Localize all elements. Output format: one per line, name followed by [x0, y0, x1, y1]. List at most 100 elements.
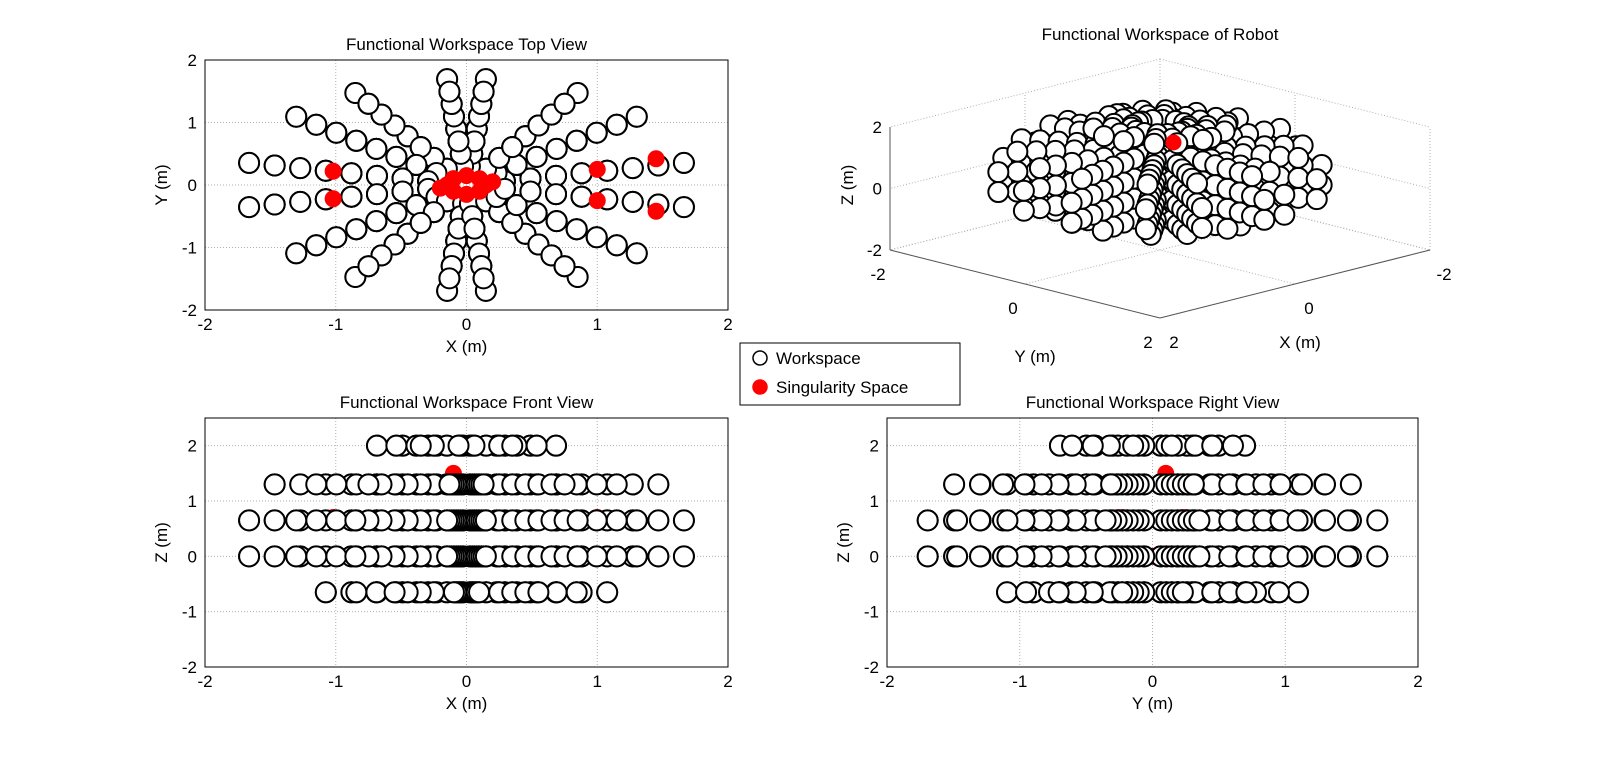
x-tick-label: 0 — [1304, 299, 1313, 318]
workspace-point — [409, 136, 432, 159]
y-tick-label: 0 — [188, 547, 197, 566]
workspace-point — [472, 80, 495, 103]
workspace-point — [605, 545, 628, 568]
workspace-point — [263, 193, 286, 216]
workspace-point — [566, 545, 589, 568]
workspace-point — [365, 434, 388, 457]
workspace-point — [992, 473, 1015, 496]
legend-box — [739, 342, 961, 406]
workspace-point — [545, 434, 568, 457]
workspace-point — [996, 545, 1019, 568]
workspace-point — [325, 545, 348, 568]
workspace-point — [1366, 509, 1389, 532]
x-tick-label: 0 — [462, 315, 471, 334]
open-circle-icon — [752, 350, 768, 366]
workspace-point — [525, 434, 548, 457]
workspace-point — [1253, 208, 1276, 231]
workspace-point — [263, 509, 286, 532]
workspace-point — [1366, 545, 1389, 568]
plot-title: Functional Workspace Right View — [1026, 393, 1280, 412]
workspace-point — [357, 255, 380, 278]
workspace-point — [344, 545, 367, 568]
workspace-point — [305, 473, 328, 496]
workspace-point — [345, 218, 368, 241]
y-axis-label: Y (m) — [152, 164, 171, 205]
workspace-point — [1092, 125, 1115, 148]
workspace-point — [438, 80, 461, 103]
y-tick-label: -2 — [182, 658, 197, 677]
y-axis-line — [889, 249, 1161, 319]
workspace-point — [325, 473, 348, 496]
workspace-point — [1100, 473, 1123, 496]
workspace-point — [987, 161, 1010, 184]
workspace-point — [442, 581, 465, 604]
workspace-point — [468, 581, 491, 604]
workspace-point — [519, 180, 542, 203]
workspace-point — [1122, 434, 1145, 457]
y-tick-label: 2 — [1143, 333, 1152, 352]
workspace-point — [1047, 581, 1070, 604]
workspace-point — [1286, 581, 1309, 604]
workspace-point — [383, 581, 406, 604]
x-tick-label: 1 — [1281, 672, 1290, 691]
singularity-point — [324, 162, 342, 180]
workspace-point — [345, 581, 368, 604]
workspace-point — [340, 185, 363, 208]
workspace-point — [916, 509, 939, 532]
workspace-point — [365, 164, 388, 187]
workspace-point — [1313, 545, 1336, 568]
workspace-point — [385, 434, 408, 457]
x-tick-label: 2 — [723, 315, 732, 334]
workspace-point — [527, 581, 550, 604]
workspace-point — [1013, 473, 1036, 496]
workspace-point — [1071, 167, 1094, 190]
workspace-point — [391, 180, 414, 203]
workspace-point — [409, 434, 432, 457]
workspace-point — [1286, 545, 1309, 568]
x-tick-label: -1 — [1012, 672, 1027, 691]
workspace-point — [1191, 216, 1214, 239]
workspace-point — [987, 181, 1010, 204]
y-tick-label: -1 — [182, 239, 197, 258]
workspace-point — [525, 145, 548, 168]
y-tick-label: 1 — [870, 492, 879, 511]
workspace-point — [340, 162, 363, 185]
workspace-point — [1267, 581, 1290, 604]
axes-frame — [204, 59, 729, 311]
workspace-point — [263, 154, 286, 177]
workspace-point — [621, 190, 644, 213]
plot-title: Functional Workspace of Robot — [1042, 25, 1279, 44]
workspace-point — [1015, 581, 1038, 604]
y-tick-label: 2 — [188, 51, 197, 70]
workspace-point — [565, 129, 588, 152]
workspace-point — [409, 211, 432, 234]
workspace-point — [585, 121, 608, 144]
workspace-point — [325, 509, 348, 532]
workspace-point — [314, 581, 337, 604]
workspace-point — [1182, 473, 1205, 496]
workspace-point — [357, 473, 380, 496]
singularity-point — [484, 173, 502, 191]
workspace-point — [1012, 199, 1035, 222]
y-tick-label: 2 — [870, 437, 879, 456]
y-tick-label: 2 — [188, 437, 197, 456]
workspace-point — [605, 234, 628, 257]
y-tick-label: -2 — [864, 658, 879, 677]
workspace-point — [436, 545, 459, 568]
workspace-point — [605, 113, 628, 136]
workspace-point — [1081, 434, 1104, 457]
workspace-point — [585, 509, 608, 532]
workspace-point — [238, 151, 261, 174]
singularity-point — [647, 202, 665, 220]
workspace-point — [1186, 172, 1209, 195]
workspace-point — [501, 434, 524, 457]
workspace-point — [305, 234, 328, 257]
y-axis-label: Z (m) — [152, 522, 171, 563]
workspace-point — [553, 473, 576, 496]
workspace-point — [305, 545, 328, 568]
x-tick-label: -1 — [328, 672, 343, 691]
workspace-point — [501, 211, 524, 234]
workspace-point — [585, 473, 608, 496]
